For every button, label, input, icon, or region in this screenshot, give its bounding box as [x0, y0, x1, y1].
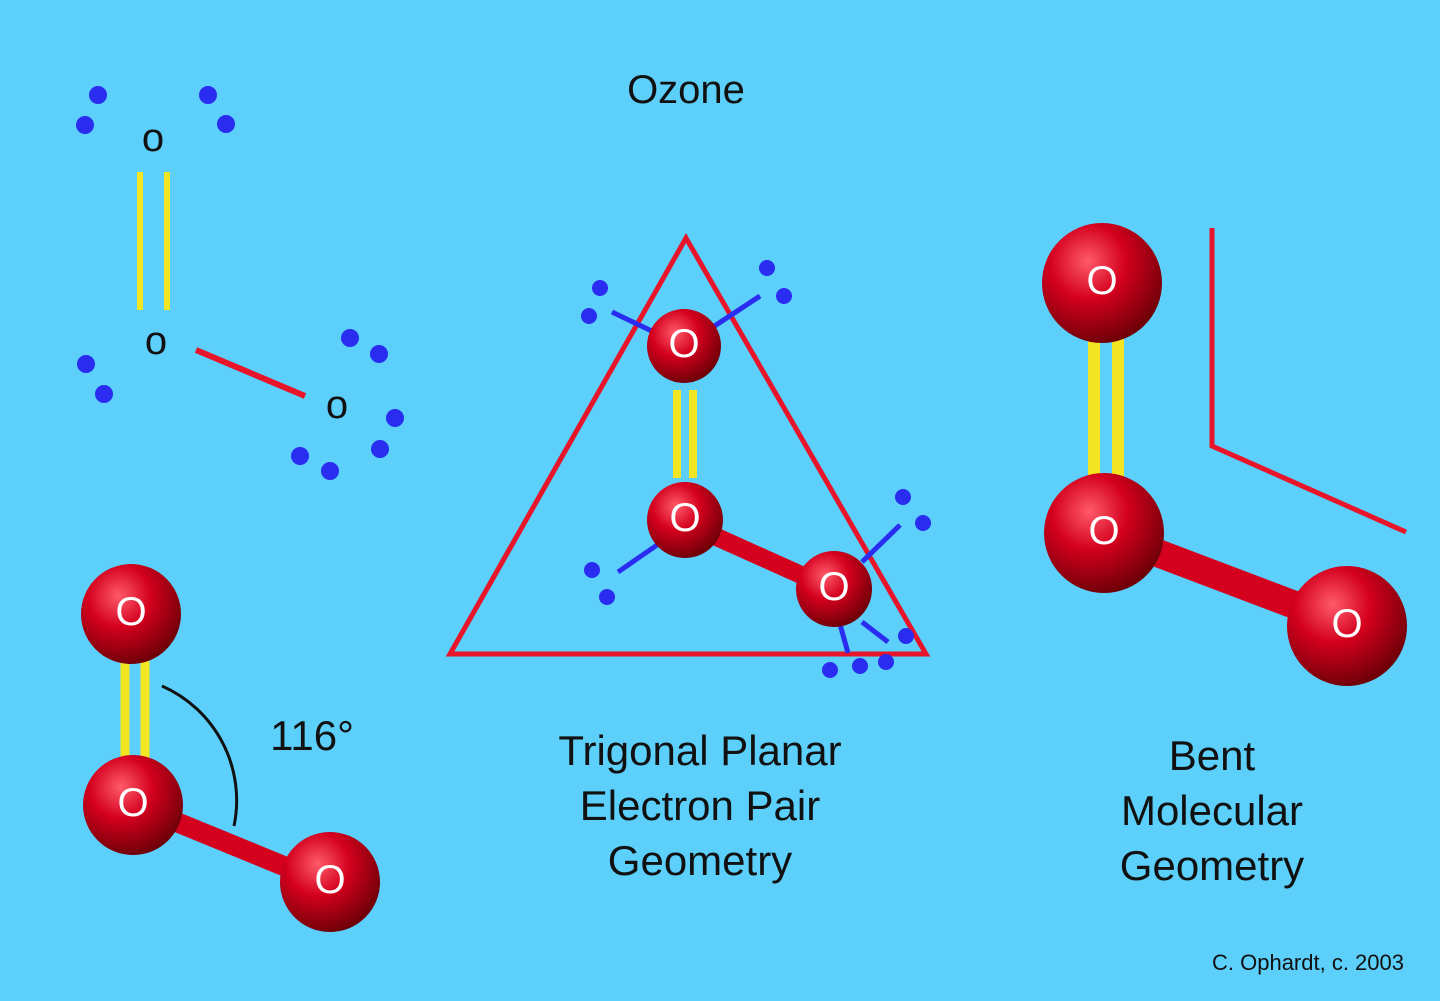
oxygen-atom-center [83, 755, 183, 855]
oxygen-atom-top-label: O [115, 590, 146, 634]
lone-pair-line [860, 620, 890, 644]
lone-pair-dot [895, 489, 911, 505]
lone-pair-dot [581, 308, 597, 324]
bond-angle-label: 116° [270, 712, 354, 759]
lone-pair-dots [581, 260, 931, 678]
lone-pair-dot [371, 440, 389, 458]
oxygen-atom-top-label: O [668, 322, 699, 366]
lewis-atom-center: o [145, 319, 167, 363]
lone-pair-dot [291, 447, 309, 465]
molecular-caption-line-3: Geometry [1120, 842, 1304, 889]
lone-pair-dot [915, 515, 931, 531]
lone-pair-dot [217, 115, 235, 133]
electron-pair-caption-line-1: Trigonal Planar [558, 727, 841, 774]
oxygen-atom-center [1044, 473, 1164, 593]
lone-pair-dot [199, 86, 217, 104]
oxygen-atom-top [81, 564, 181, 664]
bond-angle-arc [161, 684, 239, 827]
oxygen-atom-center-label: O [1088, 509, 1119, 553]
oxygen-atom-top [647, 309, 721, 383]
lone-pair-dot [584, 562, 600, 578]
molecular-geometry: O O O Bent Molecular Geometry [1042, 223, 1408, 889]
oxygen-atom-right [1287, 566, 1407, 686]
oxygen-atom-top-label: O [1086, 259, 1117, 303]
electron-pair-geometry: O O O Trigonal Planar Electron Pair Geom… [445, 232, 931, 884]
lone-pair-dot [341, 329, 359, 347]
lone-pair-dot [878, 654, 894, 670]
oxygen-atom-right [796, 551, 872, 627]
credit-text: C. Ophardt, c. 2003 [1212, 950, 1404, 975]
lewis-atom-right: o [326, 383, 348, 427]
lone-pair-line [860, 523, 902, 564]
lewis-single-bond [194, 347, 307, 399]
bent-shape-outline [1209, 228, 1408, 535]
lone-pair-dot [89, 86, 107, 104]
lone-pair-dot [76, 116, 94, 134]
lone-pair-dot [599, 589, 615, 605]
lewis-atom-top: o [142, 116, 164, 160]
lone-pair-dot [386, 409, 404, 427]
electron-pair-caption-line-2: Electron Pair [580, 782, 820, 829]
diagram-title: Ozone [627, 68, 745, 112]
lone-pair-dot [370, 345, 388, 363]
lone-pair-dot [77, 355, 95, 373]
lone-pair-dot [592, 280, 608, 296]
lone-pair-lines [610, 293, 902, 654]
lone-pair-dot [321, 462, 339, 480]
lone-pair-dot [95, 385, 113, 403]
lone-pair-dot [898, 628, 914, 644]
lone-pair-dot [852, 658, 868, 674]
molecular-caption-line-1: Bent [1169, 732, 1256, 779]
lone-pair-dot [776, 288, 792, 304]
oxygen-atom-center [647, 482, 723, 558]
lone-pair-dot [822, 662, 838, 678]
lone-pair-line [711, 293, 762, 330]
lewis-lone-pairs [76, 86, 404, 480]
lone-pair-line [610, 309, 660, 337]
trigonal-planar-outline [445, 232, 931, 657]
oxygen-atom-right-label: O [1331, 602, 1362, 646]
oxygen-atom-center-label: O [669, 496, 700, 540]
oxygen-atom-top [1042, 223, 1162, 343]
molecular-caption-line-2: Molecular [1121, 787, 1303, 834]
electron-pair-caption-line-3: Geometry [608, 837, 792, 884]
oxygen-atom-right [280, 832, 380, 932]
oxygen-atom-center-label: O [117, 781, 148, 825]
lone-pair-dot [759, 260, 775, 276]
oxygen-atom-right-label: O [818, 565, 849, 609]
lewis-structure: o o o [76, 86, 404, 480]
lone-pair-line [616, 540, 662, 575]
ball-and-stick-model: 116° O O O [81, 564, 380, 932]
oxygen-atom-right-label: O [314, 858, 345, 902]
